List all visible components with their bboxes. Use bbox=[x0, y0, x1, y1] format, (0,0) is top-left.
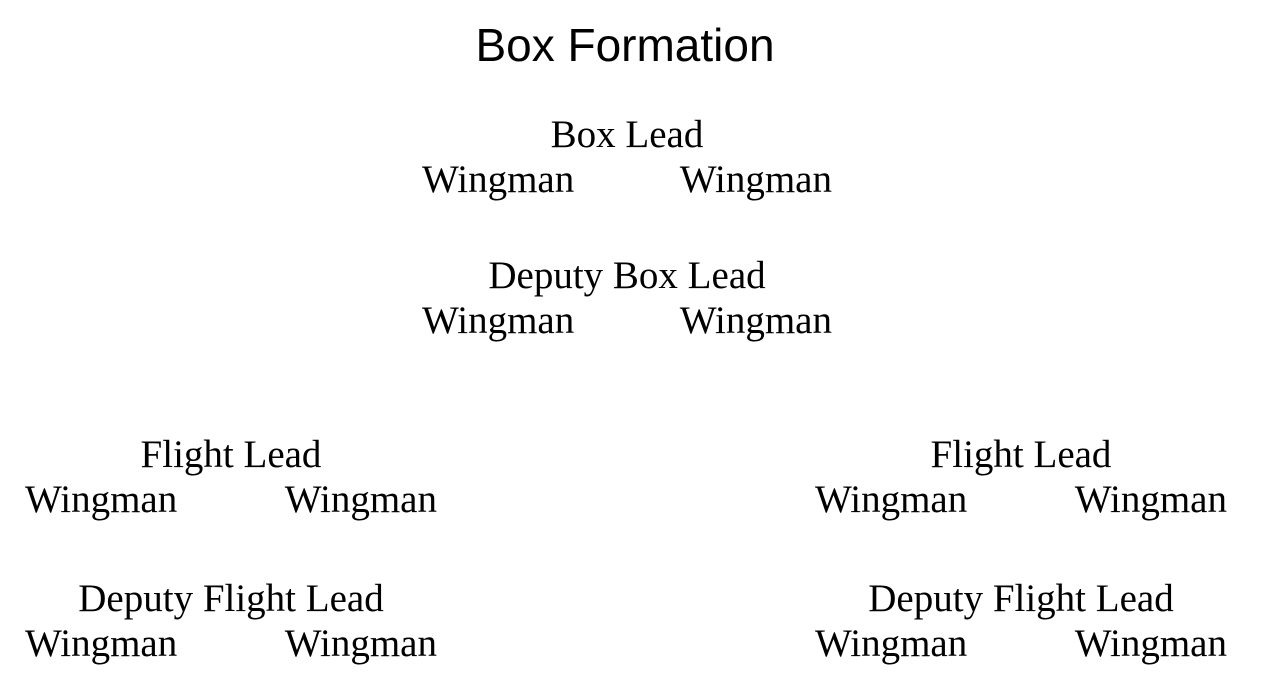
formation-group-flight-lead-left: Flight Lead Wingman Wingman bbox=[25, 432, 437, 522]
wingman-row: Wingman Wingman bbox=[25, 477, 437, 522]
lead-label: Flight Lead bbox=[930, 433, 1112, 476]
wingman-label: Wingman bbox=[815, 622, 968, 665]
wingman-label: Wingman bbox=[815, 478, 968, 521]
wingman-label: Wingman bbox=[679, 158, 832, 201]
wingman-label: Wingman bbox=[422, 158, 575, 201]
wingman-label: Wingman bbox=[1074, 478, 1227, 521]
wingman-label: Wingman bbox=[422, 299, 575, 342]
formation-group-flight-lead-right: Flight Lead Wingman Wingman bbox=[815, 432, 1227, 522]
wingman-row: Wingman Wingman bbox=[422, 298, 832, 343]
wingman-label: Wingman bbox=[284, 478, 437, 521]
lead-label: Deputy Flight Lead bbox=[868, 577, 1174, 620]
lead-label: Deputy Flight Lead bbox=[78, 577, 384, 620]
formation-group-deputy-flight-lead-left: Deputy Flight Lead Wingman Wingman bbox=[25, 576, 437, 666]
wingman-row: Wingman Wingman bbox=[25, 621, 437, 666]
lead-label: Deputy Box Lead bbox=[488, 254, 766, 297]
wingman-label: Wingman bbox=[25, 622, 178, 665]
page-title: Box Formation bbox=[475, 19, 775, 71]
lead-label: Flight Lead bbox=[140, 433, 322, 476]
wingman-label: Wingman bbox=[1074, 622, 1227, 665]
wingman-label: Wingman bbox=[679, 299, 832, 342]
lead-label: Box Lead bbox=[550, 113, 704, 156]
wingman-label: Wingman bbox=[25, 478, 178, 521]
wingman-row: Wingman Wingman bbox=[815, 621, 1227, 666]
formation-group-deputy-flight-lead-right: Deputy Flight Lead Wingman Wingman bbox=[815, 576, 1227, 666]
wingman-row: Wingman Wingman bbox=[815, 477, 1227, 522]
formation-group-box-lead: Box Lead Wingman Wingman bbox=[422, 112, 832, 202]
wingman-label: Wingman bbox=[284, 622, 437, 665]
wingman-row: Wingman Wingman bbox=[422, 157, 832, 202]
formation-group-deputy-box-lead: Deputy Box Lead Wingman Wingman bbox=[422, 253, 832, 343]
